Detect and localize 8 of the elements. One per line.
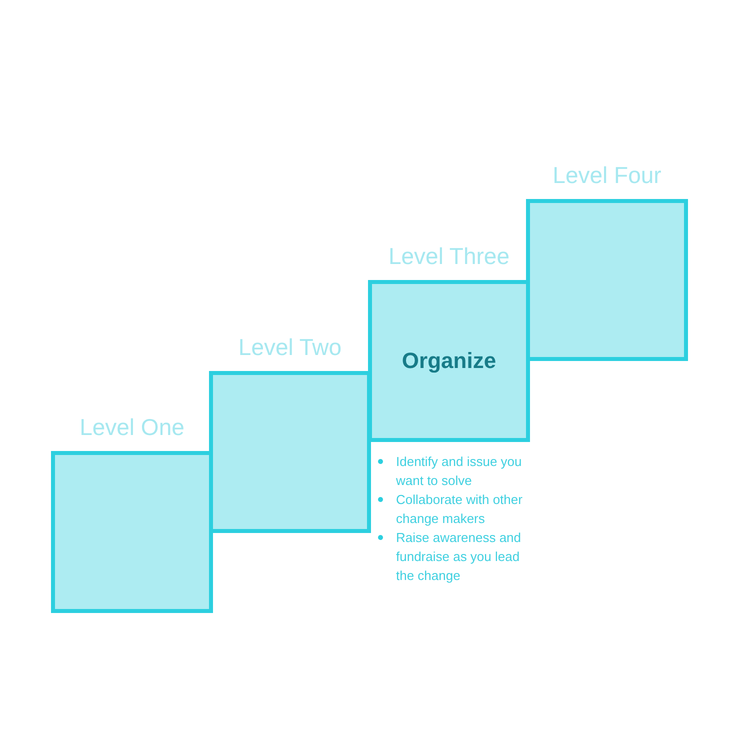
level-heading: Level Two [238,333,342,361]
level-heading: Level One [80,413,184,441]
bullet-text: Raise awareness and fundraise as you lead the change [396,529,522,585]
bullet-text: Collaborate with other change makers [396,491,524,528]
step-title: Organize [402,348,496,374]
bullet-text: Identify and issue you want to solve [396,453,523,490]
level-heading: Level Four [552,161,662,189]
level-heading: Level Three [388,242,510,270]
